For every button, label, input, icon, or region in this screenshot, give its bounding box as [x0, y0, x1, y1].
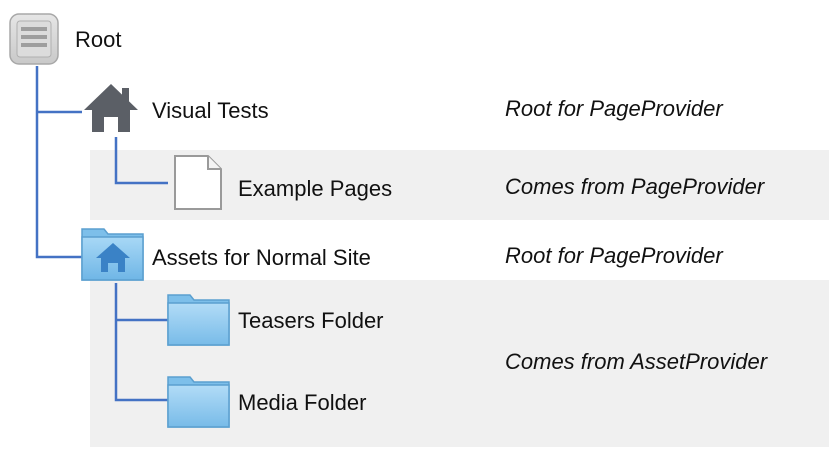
tree-node-media-folder-label: Media Folder — [238, 390, 367, 415]
tree-node-visual-tests-note: Root for PageProvider — [505, 96, 723, 121]
connector-asset-children — [114, 283, 168, 402]
folder-icon — [167, 376, 230, 428]
document-icon — [174, 155, 222, 210]
tree-node-assets-note: Root for PageProvider — [505, 243, 723, 268]
tree-node-root-label: Root — [75, 27, 122, 52]
home-folder-icon — [81, 228, 144, 281]
connector-example-pages — [114, 137, 168, 185]
connector-root-children — [35, 66, 82, 259]
tree-node-example-pages-note: Comes from PageProvider — [505, 174, 765, 199]
tree-node-assets-label: Assets for Normal Site — [152, 245, 371, 270]
asset-provider-note: Comes from AssetProvider — [505, 349, 768, 374]
tree-node-example-pages-label: Example Pages — [238, 176, 393, 201]
tree-node-visual-tests-label: Visual Tests — [152, 98, 269, 123]
tree-node-teasers-folder-label: Teasers Folder — [238, 308, 384, 333]
home-icon — [84, 84, 138, 132]
root-page-icon — [9, 13, 59, 65]
folder-icon — [167, 294, 230, 346]
